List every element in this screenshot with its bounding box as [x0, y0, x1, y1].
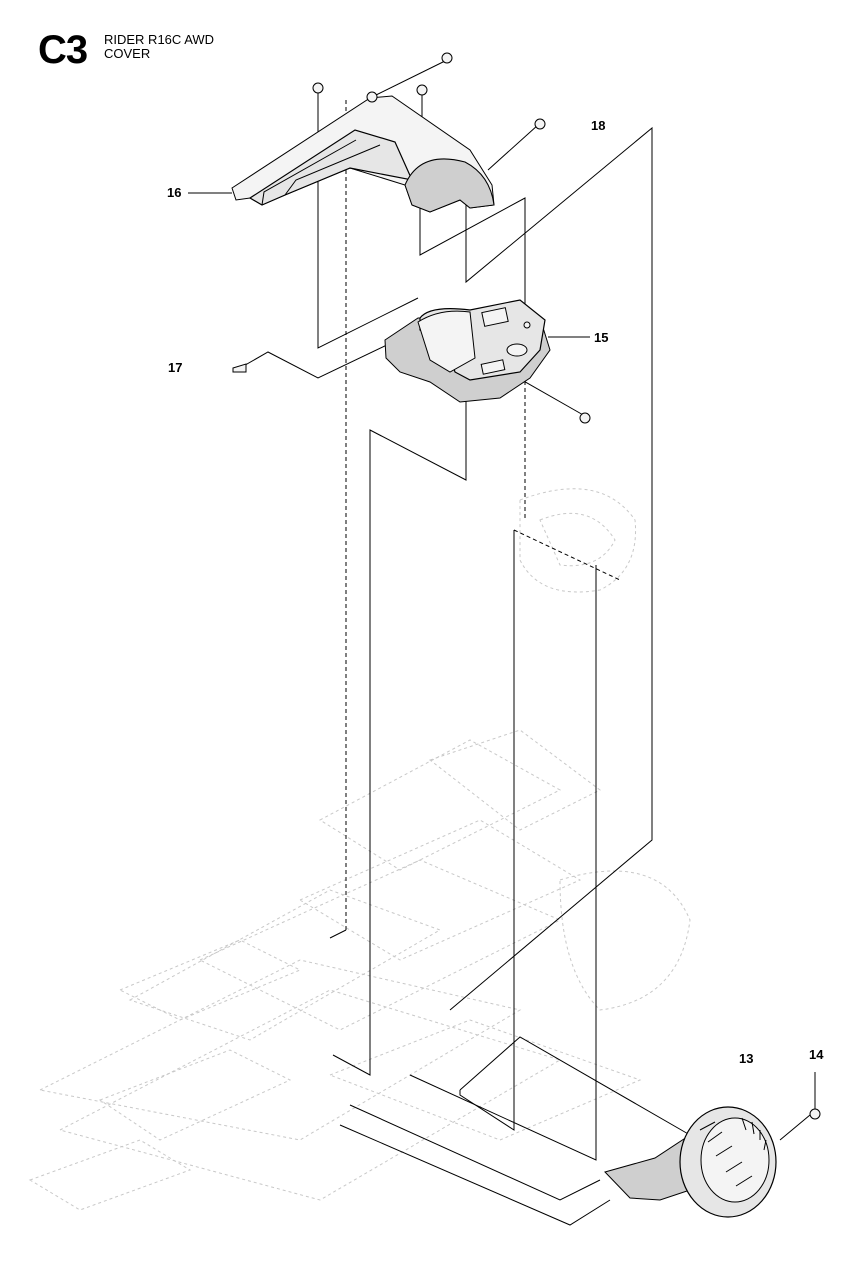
screws: [232, 52, 821, 1120]
part-13-front-cover: [604, 1106, 777, 1218]
section-subtitle: COVER: [104, 46, 151, 61]
ghost-mower-frame: [28, 488, 691, 1211]
screw-icon: [312, 82, 324, 94]
callout-15: 15: [594, 330, 609, 345]
part-16-upper-cover: [231, 95, 495, 213]
screw-icon: [441, 52, 453, 64]
callout-17: 17: [168, 360, 183, 375]
callout-18: 18: [591, 118, 606, 133]
screw-icon: [809, 1108, 821, 1120]
callout-13: 13: [739, 1051, 754, 1066]
screw-icon: [579, 412, 591, 424]
screw-icon: [416, 84, 428, 96]
section-code: C3: [38, 28, 88, 72]
callout-14: 14: [809, 1047, 824, 1062]
part-15-lower-cover: [384, 299, 551, 403]
callout-16: 16: [167, 185, 182, 200]
screw-icon: [366, 91, 378, 103]
clip-icon: [232, 363, 247, 373]
section-title: RIDER R16C AWD: [104, 32, 215, 47]
callout-leaders: [188, 192, 590, 338]
screw-icon: [534, 118, 546, 130]
